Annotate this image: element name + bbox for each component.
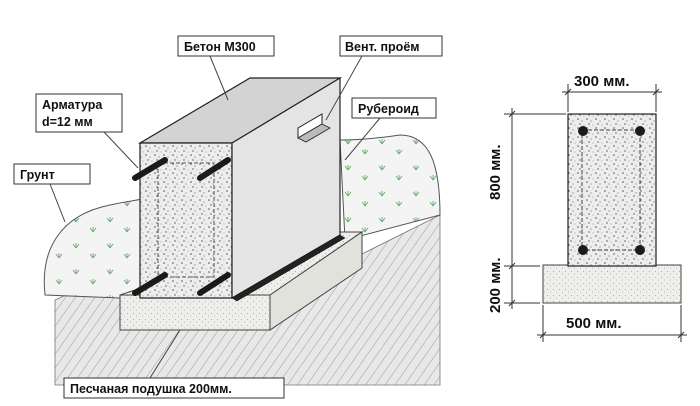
rebar-cage-front bbox=[157, 162, 215, 278]
section-concrete bbox=[567, 113, 657, 267]
dim-height-base: 200 мм. bbox=[487, 257, 504, 313]
dim-width-base: 500 мм. bbox=[566, 315, 622, 332]
soil-label: Грунт bbox=[20, 168, 55, 182]
rebar-rod bbox=[197, 272, 231, 296]
rebar-label-line2: d=12 мм bbox=[42, 115, 93, 129]
vent-label: Вент. проём bbox=[345, 40, 420, 54]
section-rebar bbox=[578, 126, 588, 136]
sand-cushion-side bbox=[269, 231, 363, 331]
rebar-rod bbox=[197, 157, 231, 181]
section-rebar bbox=[635, 126, 645, 136]
sand-label: Песчаная подушка 200мм. bbox=[70, 382, 232, 396]
roofing-felt bbox=[231, 234, 346, 302]
section-rebar bbox=[635, 245, 645, 255]
section-rebar-cage bbox=[581, 129, 641, 251]
dim-width-top: 300 мм. bbox=[574, 73, 630, 90]
dim-height-main: 800 мм. bbox=[487, 144, 504, 200]
rebar-rod bbox=[132, 157, 168, 181]
concrete-label: Бетон М300 bbox=[184, 40, 256, 54]
roofing-label: Рубероид bbox=[358, 102, 419, 116]
section-rebar bbox=[578, 245, 588, 255]
grass-mound-right bbox=[339, 134, 441, 241]
grass-mound-left bbox=[43, 197, 151, 299]
sand-cushion-front bbox=[119, 294, 271, 331]
rebar-rod bbox=[132, 272, 168, 296]
rebar-label-line1: Арматура bbox=[42, 98, 103, 112]
section-sand-base bbox=[542, 264, 682, 304]
